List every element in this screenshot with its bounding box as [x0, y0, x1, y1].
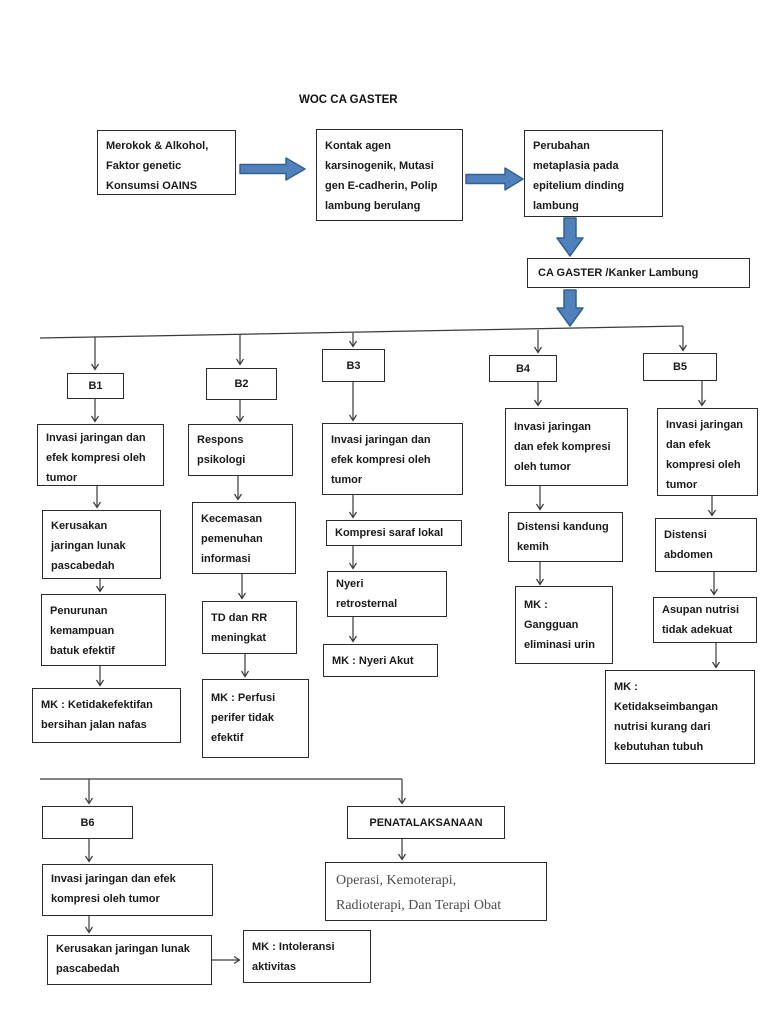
node-b6-label: B6	[42, 806, 133, 839]
node-b5-tumor-invasion: Invasi jaringan dan efek kompresi oleh t…	[657, 408, 758, 496]
node-metaplasia: Perubahan metaplasia pada epitelium dind…	[524, 130, 663, 217]
blue-arrow-right-2	[465, 167, 524, 191]
node-b6-mk-activity-intolerance: MK : Intoleransi aktivitas	[243, 930, 371, 983]
node-b5-inadequate-nutrition: Asupan nutrisi tidak adekuat	[653, 597, 757, 643]
node-risk-factors: Merokok & Alkohol, Faktor genetic Konsum…	[97, 130, 236, 195]
node-b1-tumor-invasion: Invasi jaringan dan efek kompresi oleh t…	[37, 424, 164, 486]
node-b2-anxiety-information: Kecemasan pemenuhan informasi	[192, 502, 296, 574]
node-b3-mk-acute-pain: MK : Nyeri Akut	[323, 644, 438, 677]
blue-arrow-down-1	[556, 217, 584, 257]
node-b2-mk-perfusion: MK : Perfusi perifer tidak efektif	[202, 679, 309, 758]
node-b3-label: B3	[322, 349, 385, 382]
node-therapy-options: Operasi, Kemoterapi, Radioterapi, Dan Te…	[325, 862, 547, 921]
node-b5-abdominal-distension: Distensi abdomen	[655, 518, 757, 572]
node-b6-tissue-damage: Kerusakan jaringan lunak pascabedah	[47, 935, 212, 985]
node-b4-label: B4	[489, 355, 557, 382]
node-b4-bladder-distension: Distensi kandung kemih	[508, 512, 623, 562]
node-b3-retrosternal-pain: Nyeri retrosternal	[327, 571, 447, 617]
blue-arrow-right-1	[239, 157, 306, 181]
node-b2-psych-response: Respons psikologi	[188, 424, 293, 476]
node-b3-tumor-invasion: Invasi jaringan dan efek kompresi oleh t…	[322, 423, 463, 495]
node-ca-gaster: CA GASTER /Kanker Lambung	[527, 258, 750, 288]
node-carcinogen-exposure: Kontak agen karsinogenik, Mutasi gen E-c…	[316, 129, 463, 221]
node-b1-label: B1	[67, 373, 124, 399]
node-b6-tumor-invasion: Invasi jaringan dan efek kompresi oleh t…	[42, 864, 213, 916]
node-b4-mk-urinary-elimination: MK : Gangguan eliminasi urin	[515, 586, 613, 664]
branch-spine-line	[39, 325, 684, 339]
blue-arrow-down-2	[556, 289, 584, 327]
node-b5-label: B5	[643, 353, 717, 381]
diagram-title: WOC CA GASTER	[299, 94, 398, 106]
node-b1-mk-airway-clearance: MK : Ketidakefektifan bersihan jalan naf…	[32, 688, 181, 743]
node-b1-cough-decline: Penurunan kemampuan batuk efektif	[41, 594, 166, 666]
node-b4-tumor-invasion: Invasi jaringan dan efek kompresi oleh t…	[505, 408, 628, 486]
node-b3-nerve-compression: Kompresi saraf lokal	[326, 520, 462, 546]
node-b1-tissue-damage: Kerusakan jaringan lunak pascabedah	[42, 510, 161, 579]
node-b2-vitals-increase: TD dan RR meningkat	[202, 601, 297, 654]
node-b5-mk-nutrition-imbalance: MK : Ketidakseimbangan nutrisi kurang da…	[605, 670, 755, 764]
node-b2-label: B2	[206, 368, 277, 400]
node-penatalaksanaan: PENATALAKSANAAN	[347, 806, 505, 839]
